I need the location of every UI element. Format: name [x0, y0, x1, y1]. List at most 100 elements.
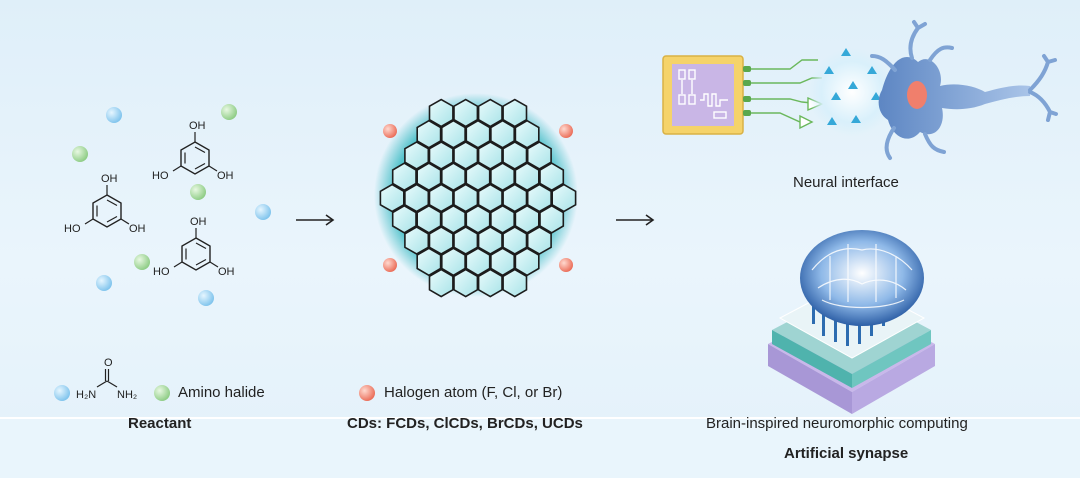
- reactant-title: Reactant: [128, 415, 192, 432]
- ho-label: HO: [152, 170, 169, 182]
- neural-interface-illustration: [662, 20, 1058, 160]
- chip-layer: [772, 330, 852, 388]
- graphene-hexagon: [502, 268, 528, 298]
- graphene-hexagon: [465, 119, 491, 149]
- graphene-hexagon: [391, 162, 417, 192]
- triangle-markers: [824, 48, 881, 125]
- urea-dot: [106, 107, 122, 123]
- graphene-hexagon-lattice: [379, 98, 577, 298]
- oh-label: OH: [129, 223, 146, 235]
- graphene-hexagon: [428, 183, 454, 213]
- brain-circuit-lines: [811, 244, 913, 309]
- urea-dot: [255, 204, 271, 220]
- chip-pins: [743, 66, 751, 116]
- ho-label: HO: [64, 223, 81, 235]
- graphene-hexagon: [477, 98, 503, 128]
- graphene-hexagon: [453, 226, 479, 255]
- graphene-hexagon: [514, 162, 540, 192]
- legend-icons: O H₂N NH₂: [54, 357, 375, 401]
- amino-halide-label: Amino halide: [178, 384, 265, 401]
- chip-circuit: [678, 69, 728, 119]
- carbon-dot-illustration: [374, 93, 578, 298]
- graphene-hexagon: [514, 247, 540, 277]
- urea-dot: [96, 275, 112, 291]
- graphene-hexagon: [551, 183, 577, 213]
- graphene-hexagon: [477, 226, 503, 255]
- halogen-atom-dot: [383, 124, 397, 138]
- graphene-hexagon: [440, 204, 466, 234]
- graphene-hexagon: [453, 98, 479, 128]
- graphene-hexagon: [465, 162, 491, 192]
- arrow-right-icon: [296, 214, 335, 226]
- cds-title: CDs: FCDs, ClCDs, BrCDs, UCDs: [347, 415, 583, 432]
- graphene-hexagon: [404, 141, 430, 170]
- chip-layer: [852, 344, 935, 414]
- graphene-hexagon: [416, 247, 442, 277]
- arrow-right-icon: [616, 214, 655, 226]
- graphene-hexagon: [416, 119, 442, 149]
- neuron-nucleus: [907, 81, 927, 109]
- graphene-hexagon: [416, 204, 442, 234]
- graphene-hexagon: [502, 183, 528, 213]
- graphene-hexagon: [477, 183, 503, 213]
- graphene-hexagon: [490, 162, 516, 192]
- graphene-hexagon: [428, 98, 454, 128]
- graphene-hexagon: [490, 204, 516, 234]
- oxygen-label: O: [104, 357, 113, 369]
- graphene-hexagon: [391, 204, 417, 234]
- graphene-hexagon: [453, 141, 479, 170]
- neural-interface-label: Neural interface: [793, 174, 899, 191]
- nh2-label: NH₂: [117, 389, 137, 401]
- graphene-hexagon: [416, 162, 442, 192]
- graphene-hexagon: [428, 268, 454, 298]
- graphene-hexagon: [404, 226, 430, 255]
- graphene-hexagon: [440, 162, 466, 192]
- halogen-atom-dot: [559, 258, 573, 272]
- graphene-hexagon: [539, 204, 565, 234]
- amino-halide-dot: [134, 254, 150, 270]
- graphene-hexagon: [404, 183, 430, 213]
- graphene-hexagon: [428, 226, 454, 255]
- graphene-hexagon: [502, 98, 528, 128]
- graphene-hexagon: [428, 141, 454, 170]
- amino-halide-dot: [190, 184, 206, 200]
- graphene-hexagon: [502, 226, 528, 255]
- graphene-hexagon: [477, 268, 503, 298]
- graphene-hexagon: [490, 247, 516, 277]
- graphene-hexagon: [440, 247, 466, 277]
- halogen-legend-dot: [359, 385, 375, 401]
- phloroglucinol-molecule: OH OH HO: [64, 173, 146, 235]
- brain-computing-label: Brain-inspired neuromorphic computing: [706, 415, 968, 432]
- ho-label: HO: [153, 266, 170, 278]
- graphene-hexagon: [465, 247, 491, 277]
- graphene-hexagon: [526, 183, 552, 213]
- oh-label: OH: [218, 266, 235, 278]
- neuron-illustration: [870, 20, 1058, 160]
- graphene-hexagon: [526, 226, 552, 255]
- halogen-atom-dot: [383, 258, 397, 272]
- graphene-hexagon: [440, 119, 466, 149]
- graphene-hexagon: [502, 141, 528, 170]
- caption-band: [0, 418, 1080, 478]
- graphene-hexagon: [465, 204, 491, 234]
- urea-legend-dot: [54, 385, 70, 401]
- phloroglucinol-molecule: OH OH HO: [152, 120, 234, 182]
- neuromorphic-chip-illustration: [768, 230, 935, 414]
- brain-circuit: [800, 230, 924, 326]
- amino-halide-dot: [72, 146, 88, 162]
- graphene-hexagon: [514, 204, 540, 234]
- phloroglucinol-molecule: OH OH HO: [153, 216, 235, 278]
- amino-halide-legend-dot: [154, 385, 170, 401]
- halogen-atom-dot: [559, 124, 573, 138]
- oh-label: OH: [217, 170, 234, 182]
- graphene-hexagon: [379, 183, 405, 213]
- reactant-dots: [72, 104, 271, 306]
- halogen-atom-label: Halogen atom (F, Cl, or Br): [384, 384, 563, 401]
- graphene-hexagon: [453, 183, 479, 213]
- graphene-hexagon: [477, 141, 503, 170]
- amino-halide-dot: [221, 104, 237, 120]
- chip-layer: [852, 330, 931, 388]
- oh-label: OH: [189, 120, 206, 132]
- artificial-synapse-title: Artificial synapse: [784, 445, 909, 462]
